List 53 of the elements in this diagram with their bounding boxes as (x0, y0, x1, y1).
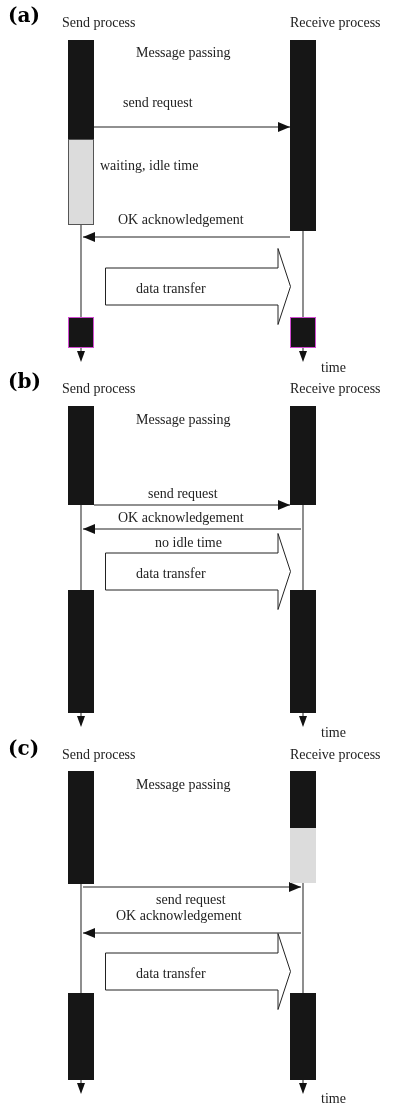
arrow (82, 882, 302, 892)
timeline (79, 884, 83, 993)
text-label: Receive process (290, 747, 381, 763)
idle-bar (68, 139, 94, 225)
text-label: time (321, 725, 346, 741)
text-label: time (321, 1091, 346, 1107)
text-label: time (321, 360, 346, 376)
edge-label: send request (148, 486, 218, 502)
text-label: Message passing (136, 412, 231, 428)
arrow (82, 524, 302, 534)
arrow (93, 500, 291, 510)
panel-label: (b) (8, 370, 41, 392)
arrow (82, 232, 291, 242)
process-bar (290, 771, 316, 828)
edge-label: OK acknowledgement (118, 510, 244, 526)
process-bar (290, 590, 316, 713)
text-label: Message passing (136, 777, 231, 793)
process-bar (290, 406, 316, 505)
process-bar (68, 40, 94, 139)
process-bar (290, 993, 316, 1080)
timeline (301, 505, 305, 590)
timeline (79, 505, 83, 590)
text-label: Receive process (290, 381, 381, 397)
idle-bar (290, 828, 316, 883)
arrow (93, 122, 291, 132)
block-arrow (105, 248, 291, 325)
text-label: no idle time (155, 535, 222, 551)
timeline (79, 225, 83, 317)
process-bar (68, 317, 94, 348)
panel-label: (a) (8, 4, 40, 26)
arrow-text: data transfer (136, 564, 206, 582)
block-arrow (105, 533, 291, 610)
timeline (301, 231, 305, 317)
edge-label: send request (123, 95, 193, 111)
process-bar (290, 40, 316, 231)
arrow-text: data transfer (136, 964, 206, 982)
text-label: Send process (62, 747, 136, 763)
timeline (301, 883, 305, 993)
edge-label: OK acknowledgement (116, 908, 242, 924)
block-arrow (105, 933, 291, 1010)
process-bar (68, 590, 94, 713)
process-bar (68, 406, 94, 505)
panel-label: (c) (8, 737, 40, 759)
edge-label: OK acknowledgement (118, 212, 244, 228)
process-bar (68, 771, 94, 884)
text-label: Message passing (136, 45, 231, 61)
arrow-text: data transfer (136, 279, 206, 297)
arrow (82, 928, 302, 938)
text-label: Send process (62, 381, 136, 397)
bar-caption: waiting, idle time (100, 156, 199, 175)
edge-label: send request (156, 892, 226, 908)
process-bar (290, 317, 316, 348)
process-bar (68, 993, 94, 1080)
